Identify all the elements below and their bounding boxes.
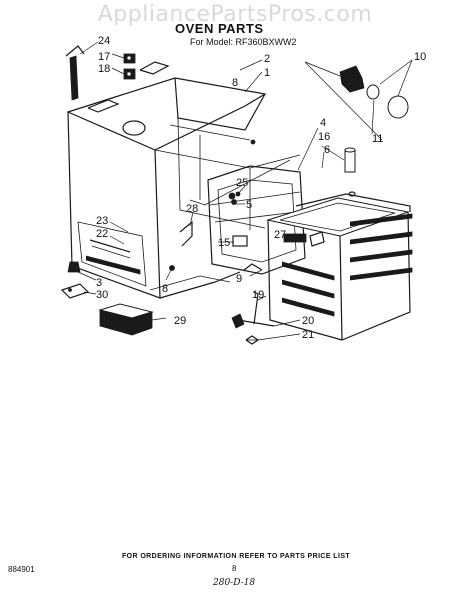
ordering-info-note: FOR ORDERING INFORMATION REFER TO PARTS … [122, 553, 351, 560]
callout-19: 19 [252, 289, 264, 301]
callout-4: 4 [320, 117, 326, 129]
callout-10: 10 [414, 51, 426, 63]
callout-27: 27 [274, 229, 286, 241]
callout-1: 1 [264, 67, 270, 79]
callout-21: 21 [302, 329, 314, 341]
oven-cabinet [67, 61, 301, 299]
callout-30: 30 [96, 289, 108, 301]
oven-light-assembly [304, 61, 409, 141]
document-code: 884901 [8, 565, 35, 574]
handwritten-code: 280-D-18 [213, 578, 256, 588]
callout-18: 18 [98, 63, 110, 75]
callout-3: 3 [96, 277, 102, 289]
callout-17: 17 [98, 51, 110, 63]
callout-8-top: 8 [232, 77, 238, 89]
page-number: 8 [232, 564, 237, 573]
callout-9: 9 [236, 273, 242, 285]
callout-8-left: 8 [162, 283, 168, 295]
oven-front-frame [207, 165, 306, 275]
callout-28: 28 [186, 203, 198, 215]
small-parts [60, 45, 275, 345]
callout-24: 24 [98, 35, 110, 47]
model-line: For Model: RF360BXWW2 [190, 37, 297, 47]
callout-6: 6 [324, 144, 330, 156]
diagram-title: OVEN PARTS [175, 21, 264, 36]
watermark: AppliancePartsPros.com [97, 2, 373, 27]
callout-numbers: 24 17 18 2 1 10 11 4 16 6 25 5 28 23 22 … [96, 35, 426, 341]
callout-5: 5 [246, 199, 252, 211]
callout-22: 22 [96, 228, 108, 240]
callout-25: 25 [236, 177, 248, 189]
oven-liner [266, 147, 413, 341]
callout-11: 11 [372, 133, 383, 145]
callout-29: 29 [174, 315, 186, 327]
callout-15: 15 [218, 237, 230, 249]
callout-2: 2 [264, 53, 270, 65]
callout-16: 16 [318, 131, 330, 143]
callout-23: 23 [96, 215, 108, 227]
callout-20: 20 [302, 315, 314, 327]
leader-lines [77, 41, 413, 341]
